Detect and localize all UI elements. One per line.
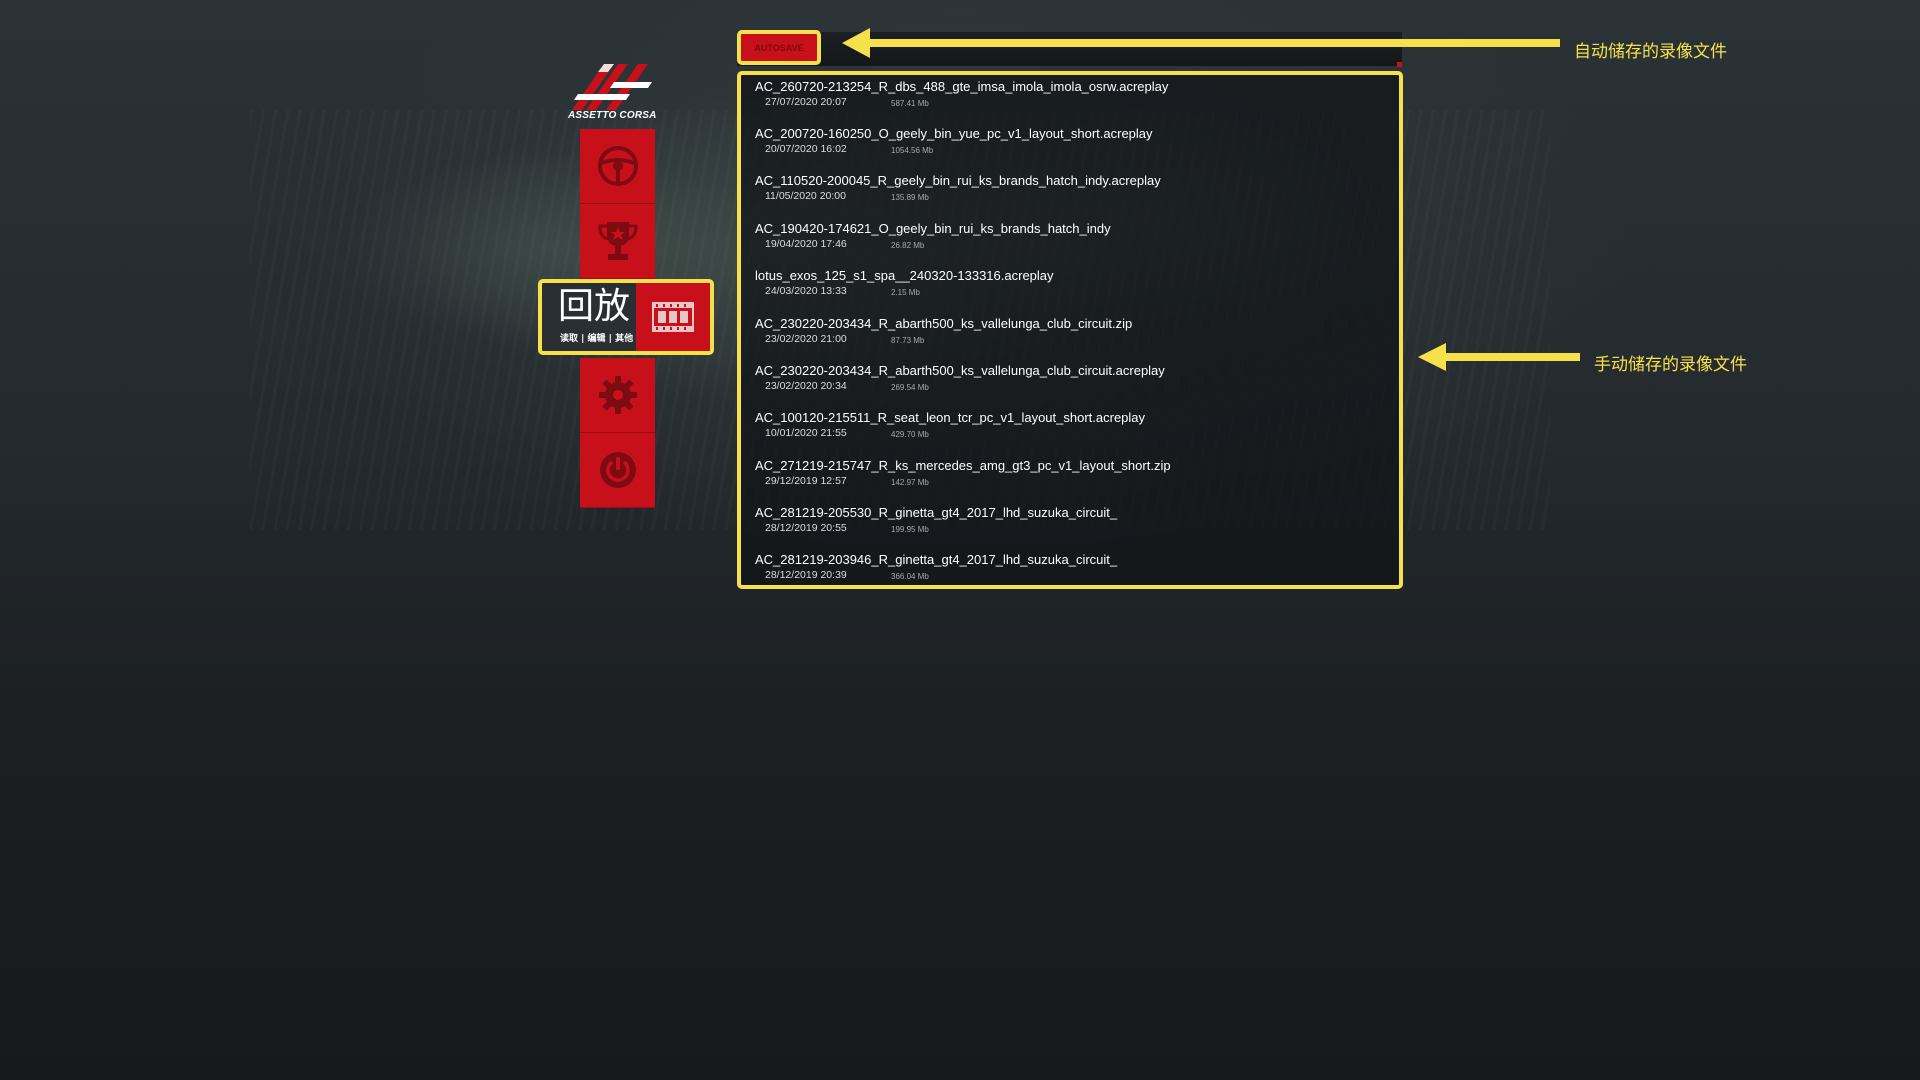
replay-list-item[interactable]: AC_281219-203946_R_ginetta_gt4_2017_lhd_… <box>755 552 1385 585</box>
replay-file-size: 135.89 Mb <box>891 193 929 202</box>
replay-label-area: 回放 读取 | 编辑 | 其他 <box>542 283 636 351</box>
menu-item-quit[interactable] <box>580 433 655 508</box>
tab-autosave-label: AUTOSAVE <box>754 42 804 53</box>
replay-file-size: 87.73 Mb <box>891 336 925 345</box>
replay-subtitle: 读取 | 编辑 | 其他 <box>560 334 634 344</box>
replay-file-name: AC_230220-203434_R_abarth500_ks_vallelun… <box>755 316 1133 331</box>
replay-file-size: 269.54 Mb <box>891 383 929 392</box>
power-icon <box>599 452 636 488</box>
replay-list-item[interactable]: AC_200720-160250_O_geely_bin_yue_pc_v1_l… <box>755 126 1385 170</box>
replay-file-name: AC_190420-174621_O_geely_bin_rui_ks_bran… <box>755 221 1111 236</box>
manual-save-annotation-label: 手动储存的录像文件 <box>1594 355 1747 375</box>
manual-save-arrow-icon <box>1418 343 1580 371</box>
replay-title: 回放 <box>558 286 631 327</box>
menu-item-drive[interactable] <box>580 129 655 204</box>
replay-file-date: 20/07/2020 16:02 <box>765 143 847 155</box>
menu-item-events[interactable] <box>580 204 655 279</box>
replay-file-size: 26.82 Mb <box>891 241 925 250</box>
autosave-arrow-icon <box>842 28 1560 58</box>
replay-list-item[interactable]: lotus_exos_125_s1_spa__240320-133316.acr… <box>755 268 1385 312</box>
replay-list[interactable]: AC_260720-213254_R_dbs_488_gte_imsa_imol… <box>737 71 1403 589</box>
logo-mark-icon <box>572 64 652 110</box>
logo-text: ASSETTO CORSA <box>568 110 657 121</box>
film-strip-icon <box>652 302 694 332</box>
trophy-icon <box>597 222 638 260</box>
replay-file-date: 28/12/2019 20:39 <box>765 569 847 581</box>
replay-file-size: 366.04 Mb <box>891 572 929 581</box>
replay-file-name: lotus_exos_125_s1_spa__240320-133316.acr… <box>755 268 1054 283</box>
replay-file-size: 587.41 Mb <box>891 99 929 108</box>
replay-file-date: 23/02/2020 20:34 <box>765 380 847 392</box>
replay-file-size: 142.97 Mb <box>891 478 929 487</box>
replay-file-size: 429.70 Mb <box>891 430 929 439</box>
replay-file-date: 19/04/2020 17:46 <box>765 238 847 250</box>
menu-item-replay[interactable]: 回放 读取 | 编辑 | 其他 <box>538 279 714 355</box>
replay-icon-area <box>636 283 710 351</box>
replay-file-name: AC_200720-160250_O_geely_bin_yue_pc_v1_l… <box>755 126 1153 141</box>
replay-file-name: AC_281219-205530_R_ginetta_gt4_2017_lhd_… <box>755 505 1118 520</box>
replay-file-date: 27/07/2020 20:07 <box>765 96 847 108</box>
steering-wheel-icon <box>597 146 638 186</box>
replay-list-item[interactable]: AC_281219-205530_R_ginetta_gt4_2017_lhd_… <box>755 505 1385 549</box>
replay-list-item[interactable]: AC_110520-200045_R_geely_bin_rui_ks_bran… <box>755 173 1385 217</box>
replay-list-item[interactable]: AC_271219-215747_R_ks_mercedes_amg_gt3_p… <box>755 458 1385 502</box>
replay-file-date: 11/05/2020 20:00 <box>765 190 846 202</box>
replay-list-item[interactable]: AC_230220-203434_R_abarth500_ks_vallelun… <box>755 316 1385 360</box>
replay-file-size: 2.15 Mb <box>891 288 920 297</box>
replay-file-name: AC_281219-203946_R_ginetta_gt4_2017_lhd_… <box>755 552 1118 567</box>
replay-tab-bar <box>737 32 1402 67</box>
replay-file-date: 10/01/2020 21:55 <box>765 427 847 439</box>
replay-file-size: 1054.56 Mb <box>891 146 934 155</box>
replay-list-item[interactable]: AC_260720-213254_R_dbs_488_gte_imsa_imol… <box>755 79 1385 123</box>
replay-list-item[interactable]: AC_190420-174621_O_geely_bin_rui_ks_bran… <box>755 221 1385 265</box>
replay-file-date: 29/12/2019 12:57 <box>765 475 847 487</box>
replay-file-name: AC_271219-215747_R_ks_mercedes_amg_gt3_p… <box>755 458 1171 473</box>
replay-file-name: AC_110520-200045_R_geely_bin_rui_ks_bran… <box>755 173 1161 188</box>
replay-file-name: AC_260720-213254_R_dbs_488_gte_imsa_imol… <box>755 79 1169 94</box>
replay-file-date: 24/03/2020 13:33 <box>765 285 847 297</box>
replay-list-item[interactable]: AC_230220-203434_R_abarth500_ks_vallelun… <box>755 363 1385 407</box>
tab-bar-accent <box>1397 62 1402 67</box>
assetto-corsa-logo: ASSETTO CORSA <box>568 56 657 126</box>
menu-item-settings[interactable] <box>580 358 655 433</box>
replay-file-size: 199.95 Mb <box>891 525 929 534</box>
replay-list-item[interactable]: AC_100120-215511_R_seat_leon_tcr_pc_v1_l… <box>755 410 1385 454</box>
gear-icon <box>598 376 637 414</box>
tab-autosave[interactable]: AUTOSAVE <box>737 30 821 65</box>
autosave-annotation-label: 自动储存的录像文件 <box>1574 42 1727 62</box>
replay-file-date: 23/02/2020 21:00 <box>765 333 847 345</box>
replay-file-name: AC_230220-203434_R_abarth500_ks_vallelun… <box>755 363 1165 378</box>
replay-file-date: 28/12/2019 20:55 <box>765 522 847 534</box>
replay-file-name: AC_100120-215511_R_seat_leon_tcr_pc_v1_l… <box>755 410 1146 425</box>
